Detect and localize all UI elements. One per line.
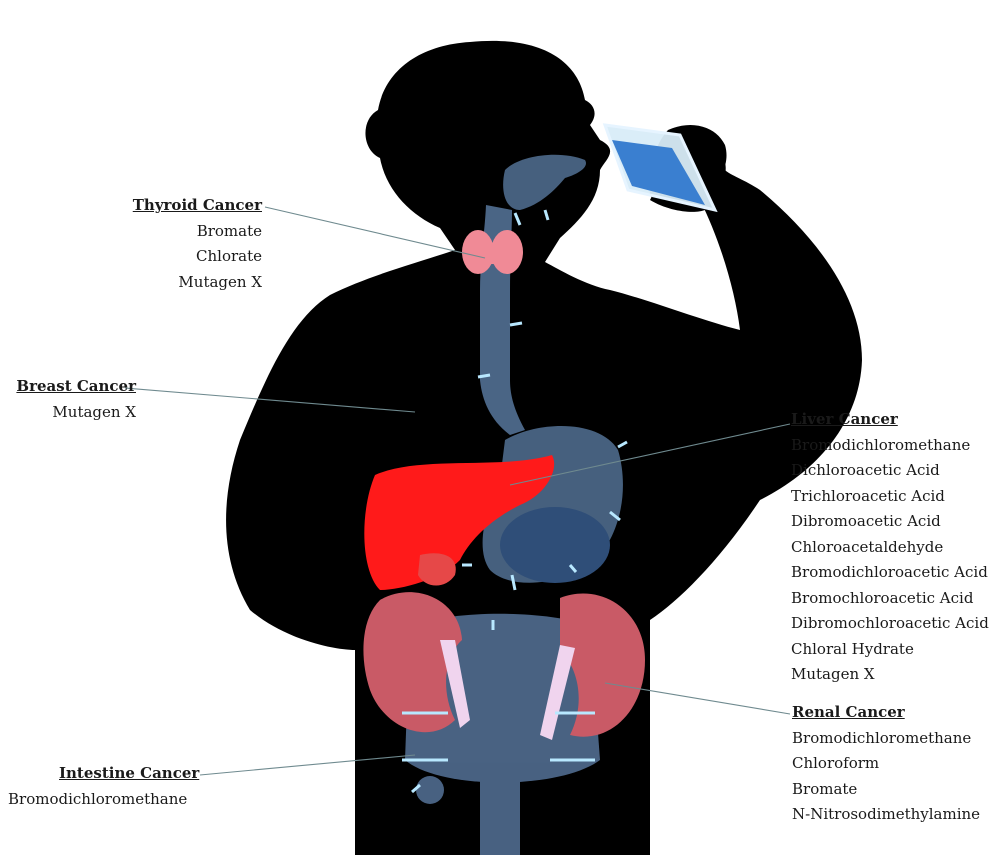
- thyroid-item: Mutagen X: [178, 272, 262, 291]
- thyroid-item: Chlorate: [196, 247, 262, 265]
- intestine-leader: [199, 754, 416, 776]
- leader-lines: [124, 206, 791, 776]
- renal-item: N-Nitrosodimethylamine: [792, 805, 981, 823]
- thyroid-item: Bromate: [196, 221, 262, 240]
- water-glass: [602, 123, 718, 213]
- liver-item: Bromochloroacetic Acid: [791, 588, 974, 607]
- diffusion-arrows: [402, 209, 628, 794]
- liver-cancer-label: Liver Cancer Bromodichloromethane Dichlo…: [791, 407, 996, 688]
- liver-leader: [509, 423, 791, 486]
- liver-item: Dichloroacetic Acid: [791, 461, 940, 479]
- liver: [364, 455, 555, 590]
- right-kidney: [560, 593, 645, 737]
- thyroid-cancer-title: Thyroid Cancer: [132, 196, 262, 214]
- intestine-item: Bromodichloromethane: [8, 789, 188, 808]
- renal-cancer-label: Renal Cancer Bromodichloromethane Chloro…: [792, 700, 992, 828]
- breast-cancer-label: Breast Cancer Mutagen X: [6, 374, 136, 425]
- renal-item: Chloroform: [792, 754, 880, 772]
- right-ureter: [540, 645, 575, 740]
- liver-item: Trichloroacetic Acid: [791, 486, 945, 505]
- liver-item: Dibromoacetic Acid: [791, 512, 941, 530]
- renal-cancer-title: Renal Cancer: [792, 703, 905, 721]
- liver-item: Dibromochloroacetic Acid: [791, 614, 989, 632]
- oral-cavity: [503, 154, 586, 210]
- renal-item: Bromate: [792, 779, 858, 798]
- liver-item: Mutagen X: [791, 665, 875, 683]
- breast-cancer-title: Breast Cancer: [16, 377, 136, 395]
- stomach-contents: [500, 507, 610, 583]
- gallbladder: [418, 553, 456, 586]
- thyroid-cancer-label: Thyroid Cancer Bromate Chlorate Mutagen …: [130, 193, 262, 295]
- left-ureter: [440, 640, 470, 728]
- liver-item: Chloroacetaldehyde: [791, 537, 944, 556]
- breast-item: Mutagen X: [52, 402, 136, 421]
- intestine-cancer-title: Intestine Cancer: [59, 764, 200, 782]
- renal-leader: [604, 682, 791, 715]
- liver-item: Bromodichloroacetic Acid: [791, 563, 988, 581]
- kidneys: [363, 592, 645, 740]
- renal-item: Bromodichloromethane: [792, 728, 972, 747]
- thyroid-leader: [264, 206, 486, 259]
- intestine-cancer-label: Intestine Cancer Bromodichloromethane: [8, 761, 228, 812]
- liver-item: Bromodichloromethane: [791, 435, 971, 454]
- liver-item: Chloral Hydrate: [791, 639, 914, 658]
- breast-leader: [124, 387, 416, 413]
- left-kidney: [363, 592, 462, 733]
- liver-cancer-title: Liver Cancer: [791, 410, 898, 428]
- thyroid-gland: [462, 230, 523, 274]
